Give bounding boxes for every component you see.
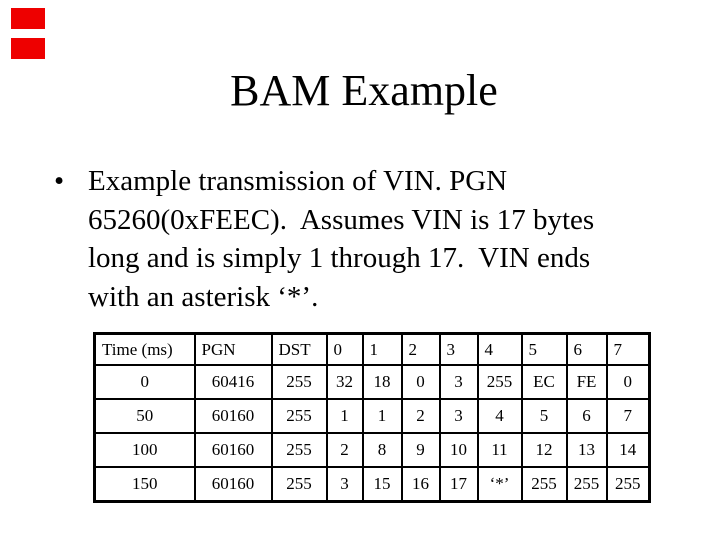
table-cell: 1 (325, 398, 364, 434)
red-square-decoration-top (11, 8, 45, 29)
table-cell: 7 (605, 398, 651, 434)
table-cell: 3 (438, 398, 479, 434)
table-cell: 255 (270, 432, 328, 468)
column-header: 6 (565, 332, 608, 366)
table-cell: 6 (565, 398, 608, 434)
bullet-text-line: 65260(0xFEEC). Assumes VIN is 17 bytes (88, 203, 595, 236)
table-cell: 32 (325, 364, 364, 400)
table-cell: 8 (361, 432, 403, 468)
table-cell: 60160 (193, 432, 273, 468)
table-cell: FE (565, 364, 608, 400)
table-cell: 255 (476, 364, 523, 400)
table-cell: 255 (270, 364, 328, 400)
table-cell: 50 (93, 398, 196, 434)
table-cell: 15 (361, 466, 403, 503)
table-cell: 0 (93, 364, 196, 400)
table-cell: 0 (400, 364, 441, 400)
table-cell: 1 (361, 398, 403, 434)
table-cell: 255 (520, 466, 568, 503)
table-cell: 4 (476, 398, 523, 434)
table-cell: 100 (93, 432, 196, 468)
column-header: 0 (325, 332, 364, 366)
table-cell: 60160 (193, 466, 273, 503)
table-cell: 2 (325, 432, 364, 468)
table-cell: 0 (605, 364, 651, 400)
table-cell: 2 (400, 398, 441, 434)
table-cell: 11 (476, 432, 523, 468)
bullet-text-line: Example transmission of VIN. PGN (88, 165, 508, 197)
table-cell: 14 (605, 432, 651, 468)
table-cell: 255 (565, 466, 608, 503)
table-cell: 18 (361, 364, 403, 400)
table-cell: 9 (400, 432, 441, 468)
column-header: 2 (400, 332, 441, 366)
table-cell: EC (520, 364, 568, 400)
column-header: 7 (605, 332, 651, 366)
table-cell: 255 (270, 398, 328, 434)
table-cell: 255 (270, 466, 328, 503)
red-square-decoration-bottom (11, 38, 45, 59)
column-header: 3 (438, 332, 479, 366)
table-cell: 60160 (193, 398, 273, 434)
bullet-icon: • (54, 165, 65, 197)
table-cell: 255 (605, 466, 651, 503)
bullet-text: Example transmission of VIN. PGN 65260(0… (88, 162, 714, 316)
table-cell: 13 (565, 432, 608, 468)
column-header: 1 (361, 332, 403, 366)
table-cell: 150 (93, 466, 196, 503)
bullet-text-line: with an asterisk ‘*’. (88, 280, 319, 313)
table-cell: 12 (520, 432, 568, 468)
table-cell: 10 (438, 432, 479, 468)
table-cell: ‘*’ (476, 466, 523, 503)
table-cell: 16 (400, 466, 441, 503)
table-cell: 3 (438, 364, 479, 400)
slide-title: BAM Example (230, 66, 498, 115)
table-cell: 60416 (193, 364, 273, 400)
table-cell: 3 (325, 466, 364, 503)
table-cell: 17 (438, 466, 479, 503)
column-header: DST (270, 332, 328, 366)
column-header: Time (ms) (93, 332, 196, 366)
table-cell: 5 (520, 398, 568, 434)
column-header: PGN (193, 332, 273, 366)
bullet-text-line: long and is simply 1 through 17. VIN end… (88, 242, 591, 274)
column-header: 5 (520, 332, 568, 366)
column-header: 4 (476, 332, 523, 366)
